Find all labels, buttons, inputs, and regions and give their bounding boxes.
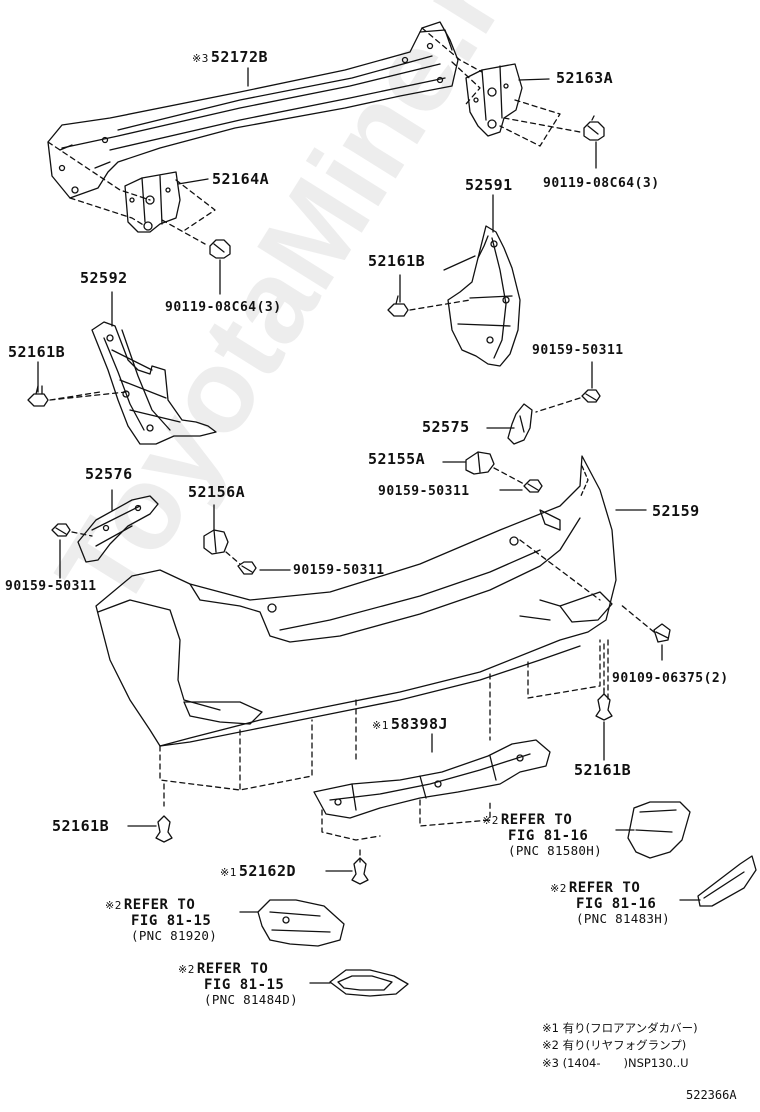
bumper-cover-52159 xyxy=(95,455,617,747)
label-52161B-upper-right: 52161B xyxy=(368,252,426,270)
label-90159-center: 90159-50311 xyxy=(293,563,385,578)
label-52161B-lower-left: 52161B xyxy=(52,817,110,835)
label-90159-mid: 90159-50311 xyxy=(378,484,470,499)
footnotes: ※1 有り(フロアアンダカバー) ※2 有り(リヤフォグランプ) ※3 (140… xyxy=(542,1020,698,1072)
bolt-90159-mid xyxy=(523,479,543,493)
footnote-2: ※2 有り(リヤフォグランプ) xyxy=(542,1038,687,1053)
clip-52161B-lower-right xyxy=(595,687,613,721)
label-52164A: 52164A xyxy=(212,170,270,188)
under-cover-58398J xyxy=(313,739,551,819)
bracket-52155A xyxy=(465,451,495,475)
bracket-52575 xyxy=(507,403,533,445)
bracket-52576 xyxy=(77,495,159,563)
label-52575: 52575 xyxy=(422,418,470,436)
label-90159-left: 90159-50311 xyxy=(5,579,97,594)
part-81483H xyxy=(697,855,757,907)
label-52576: 52576 xyxy=(85,465,133,483)
bracket-52163A xyxy=(465,63,523,137)
footnote-1: ※1 有り(フロアアンダカバー) xyxy=(542,1021,698,1035)
guide-lines-upper xyxy=(47,27,581,245)
label-52163A: 52163A xyxy=(556,69,614,87)
label-90109: 90109-06375(2) xyxy=(612,671,729,686)
bolt-90159-right-upper xyxy=(581,389,601,403)
part-81580H xyxy=(627,801,691,859)
part-81484D xyxy=(329,969,409,997)
screw-90109 xyxy=(653,623,671,643)
bolt-90159-left xyxy=(51,523,71,537)
label-52591: 52591 xyxy=(465,176,513,194)
clip-52161B-right xyxy=(387,295,409,317)
clip-52162D xyxy=(351,857,369,885)
guide-lines-lower xyxy=(159,639,609,863)
diagram-code: 522366A xyxy=(686,1088,737,1102)
part-81920 xyxy=(257,899,345,947)
label-52156A: 52156A xyxy=(188,483,246,501)
bolt-90159-center xyxy=(237,561,257,575)
label-52159: 52159 xyxy=(652,502,700,520)
retainer-52591 xyxy=(447,225,521,367)
label-52161B-upper-left: 52161B xyxy=(8,343,66,361)
retainer-52592 xyxy=(91,321,217,445)
label-52161B-lower-right: 52161B xyxy=(574,761,632,779)
footnote-3: ※3 (1404- )NSP130..U xyxy=(542,1055,689,1070)
label-52592: 52592 xyxy=(80,269,128,287)
bracket-52156A xyxy=(203,529,229,555)
label-90159-right: 90159-50311 xyxy=(532,343,624,358)
bolt-90119-upper xyxy=(583,115,605,169)
label-52155A: 52155A xyxy=(368,450,426,468)
label-90119-lower: 90119-08C64(3) xyxy=(165,300,282,315)
bracket-52164A xyxy=(124,171,181,233)
bolt-90119-lower xyxy=(209,239,231,295)
clip-52161B-lower-left xyxy=(155,815,173,843)
reinforcement-52172B xyxy=(47,21,459,199)
label-90119-upper: 90119-08C64(3) xyxy=(543,176,660,191)
